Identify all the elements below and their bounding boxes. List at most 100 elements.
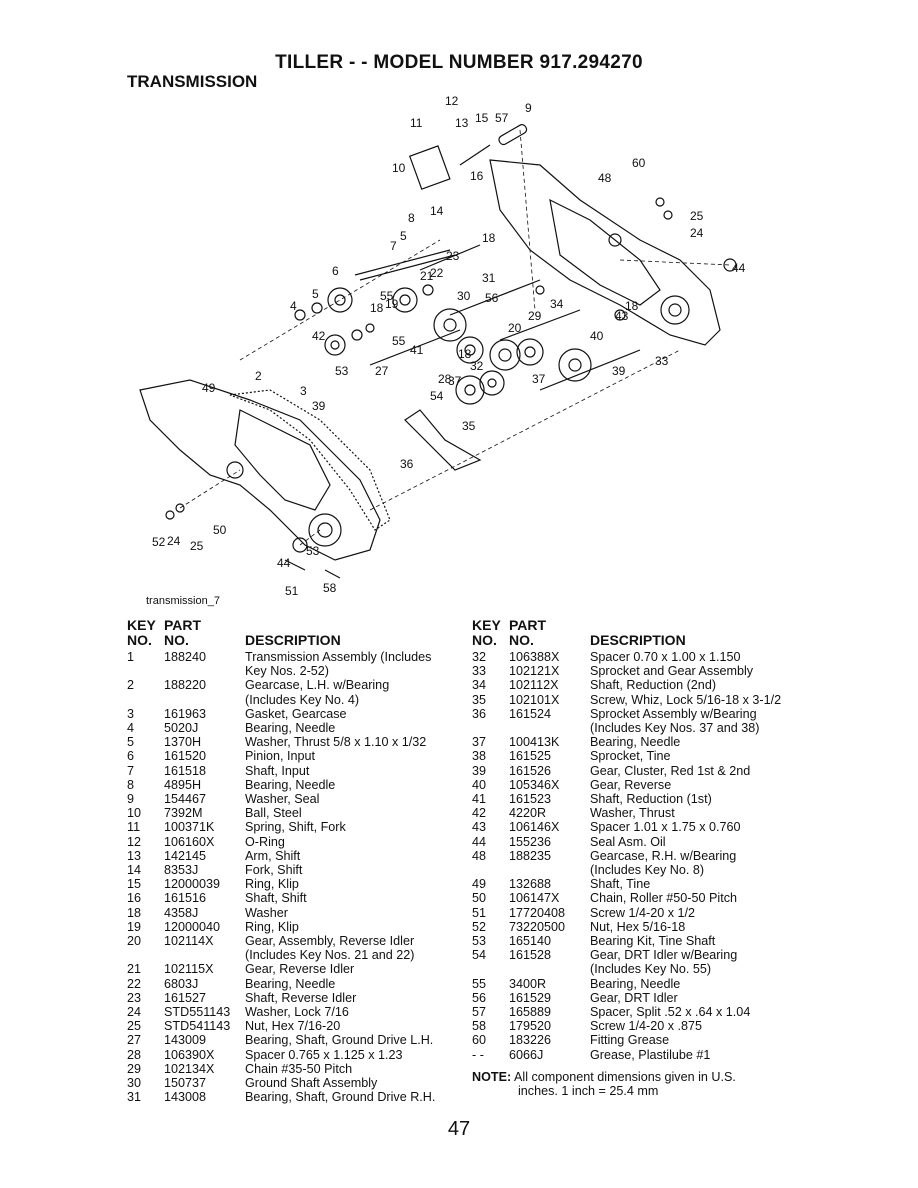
part-header-top: PART bbox=[509, 617, 547, 633]
part-description: O-Ring bbox=[245, 834, 285, 849]
part-number: 17720408 bbox=[509, 905, 566, 920]
part-description: Spacer, Split .52 x .64 x 1.04 bbox=[590, 1005, 751, 1020]
callout-label: 44 bbox=[732, 261, 746, 275]
key-number: 22 bbox=[127, 976, 142, 991]
callout-label: 10 bbox=[392, 161, 406, 175]
key-number: 16 bbox=[127, 891, 142, 906]
key-number: 2 bbox=[127, 678, 135, 693]
part-description: Gear, Assembly, Reverse Idler (Includes … bbox=[245, 934, 415, 963]
part-number: 102114X bbox=[164, 934, 214, 949]
key-number: 7 bbox=[127, 763, 135, 778]
callout-label: 16 bbox=[470, 169, 484, 183]
key-number: 9 bbox=[127, 792, 135, 807]
key-number: 3 bbox=[127, 706, 135, 721]
callout-label: 11 bbox=[410, 116, 423, 130]
part-header-top: PART bbox=[164, 617, 202, 633]
part-description: Shaft, Shift bbox=[245, 891, 307, 906]
key-number: 29 bbox=[127, 1061, 142, 1076]
left-gearcase bbox=[139, 379, 381, 561]
part-number: 161516 bbox=[164, 891, 207, 906]
description-header: DESCRIPTION bbox=[590, 632, 686, 648]
callout-label: 5 bbox=[400, 229, 407, 243]
part-number: 106146X bbox=[509, 820, 560, 835]
diagram-caption: transmission_7 bbox=[146, 595, 220, 607]
table-row: 20 102114X Gear, Assembly, Reverse Idler (… bbox=[127, 934, 462, 962]
part-number: 161528 bbox=[509, 948, 552, 963]
callout-label: 57 bbox=[495, 111, 509, 125]
part-description: Washer bbox=[245, 905, 288, 920]
callout-label: 37 bbox=[448, 374, 462, 388]
part-number: 1370H bbox=[164, 735, 202, 750]
key-number: 34 bbox=[472, 678, 487, 693]
part-description: Fitting Grease bbox=[590, 1033, 670, 1048]
part-number: 161526 bbox=[509, 763, 552, 778]
part-description: Gear, Reverse bbox=[590, 777, 672, 792]
part-description: Ground Shaft Assembly bbox=[245, 1076, 378, 1091]
part-number: 132688 bbox=[509, 877, 552, 892]
part-description: Bearing Kit, Tine Shaft bbox=[590, 934, 716, 949]
note-label: NOTE: bbox=[472, 1069, 512, 1084]
key-number: 20 bbox=[127, 934, 142, 949]
part-description: Gasket, Gearcase bbox=[245, 706, 347, 721]
part-description: Nut, Hex 7/16-20 bbox=[245, 1019, 341, 1034]
key-number: 39 bbox=[472, 763, 487, 778]
part-number: 161529 bbox=[509, 990, 552, 1005]
part-number: 12000039 bbox=[164, 877, 221, 892]
key-number: - - bbox=[472, 1047, 484, 1062]
part-number: 155236 bbox=[509, 834, 552, 849]
callout-label: 29 bbox=[528, 309, 542, 323]
callout-label: 32 bbox=[470, 359, 484, 373]
callout-label: 31 bbox=[482, 271, 496, 285]
part-number: 183226 bbox=[509, 1033, 552, 1048]
callout-label: 12 bbox=[445, 94, 459, 108]
callout-label: 36 bbox=[400, 457, 414, 471]
callout-label: 42 bbox=[312, 329, 326, 343]
callout-label: 8 bbox=[408, 211, 415, 225]
part-description: Washer, Thrust 5/8 x 1.10 x 1/32 bbox=[245, 735, 427, 750]
key-number: 23 bbox=[127, 990, 142, 1005]
part-number: 105346X bbox=[509, 777, 560, 792]
callout-label: 54 bbox=[430, 389, 444, 403]
part-description: Gearcase, L.H. w/Bearing (Includes Key N… bbox=[245, 678, 390, 707]
part-number: 154467 bbox=[164, 792, 207, 807]
part-description: Spacer 0.70 x 1.00 x 1.150 bbox=[590, 650, 741, 664]
part-number: 3400R bbox=[509, 976, 547, 991]
shift-fork bbox=[408, 145, 451, 190]
callout-label: 4 bbox=[290, 299, 297, 313]
key-number: 31 bbox=[127, 1090, 142, 1105]
part-description: Bearing, Shaft, Ground Drive R.H. bbox=[245, 1090, 436, 1105]
key-number: 58 bbox=[472, 1019, 487, 1034]
callout-label: 52 bbox=[152, 535, 166, 549]
callout-label: 39 bbox=[312, 399, 326, 413]
part-description: Fork, Shift bbox=[245, 863, 303, 878]
part-number: 102121X bbox=[509, 664, 560, 679]
table-row: 9 154467 Washer, Seal bbox=[127, 792, 462, 806]
part-number: 100413K bbox=[509, 735, 560, 750]
part-number: 5020J bbox=[164, 721, 199, 736]
part-description: Gearcase, R.H. w/Bearing (Includes Key N… bbox=[590, 848, 737, 878]
callout-label: 28 bbox=[438, 372, 452, 386]
part-description: Seal Asm. Oil bbox=[590, 834, 666, 849]
part-description: Washer, Seal bbox=[245, 792, 320, 807]
key-number: 8 bbox=[127, 777, 135, 792]
callout-label: 5 bbox=[312, 287, 319, 301]
key-number: 37 bbox=[472, 735, 487, 750]
key-number: 51 bbox=[472, 905, 487, 920]
callout-label: 22 bbox=[430, 266, 444, 280]
key-number: 43 bbox=[472, 820, 487, 835]
